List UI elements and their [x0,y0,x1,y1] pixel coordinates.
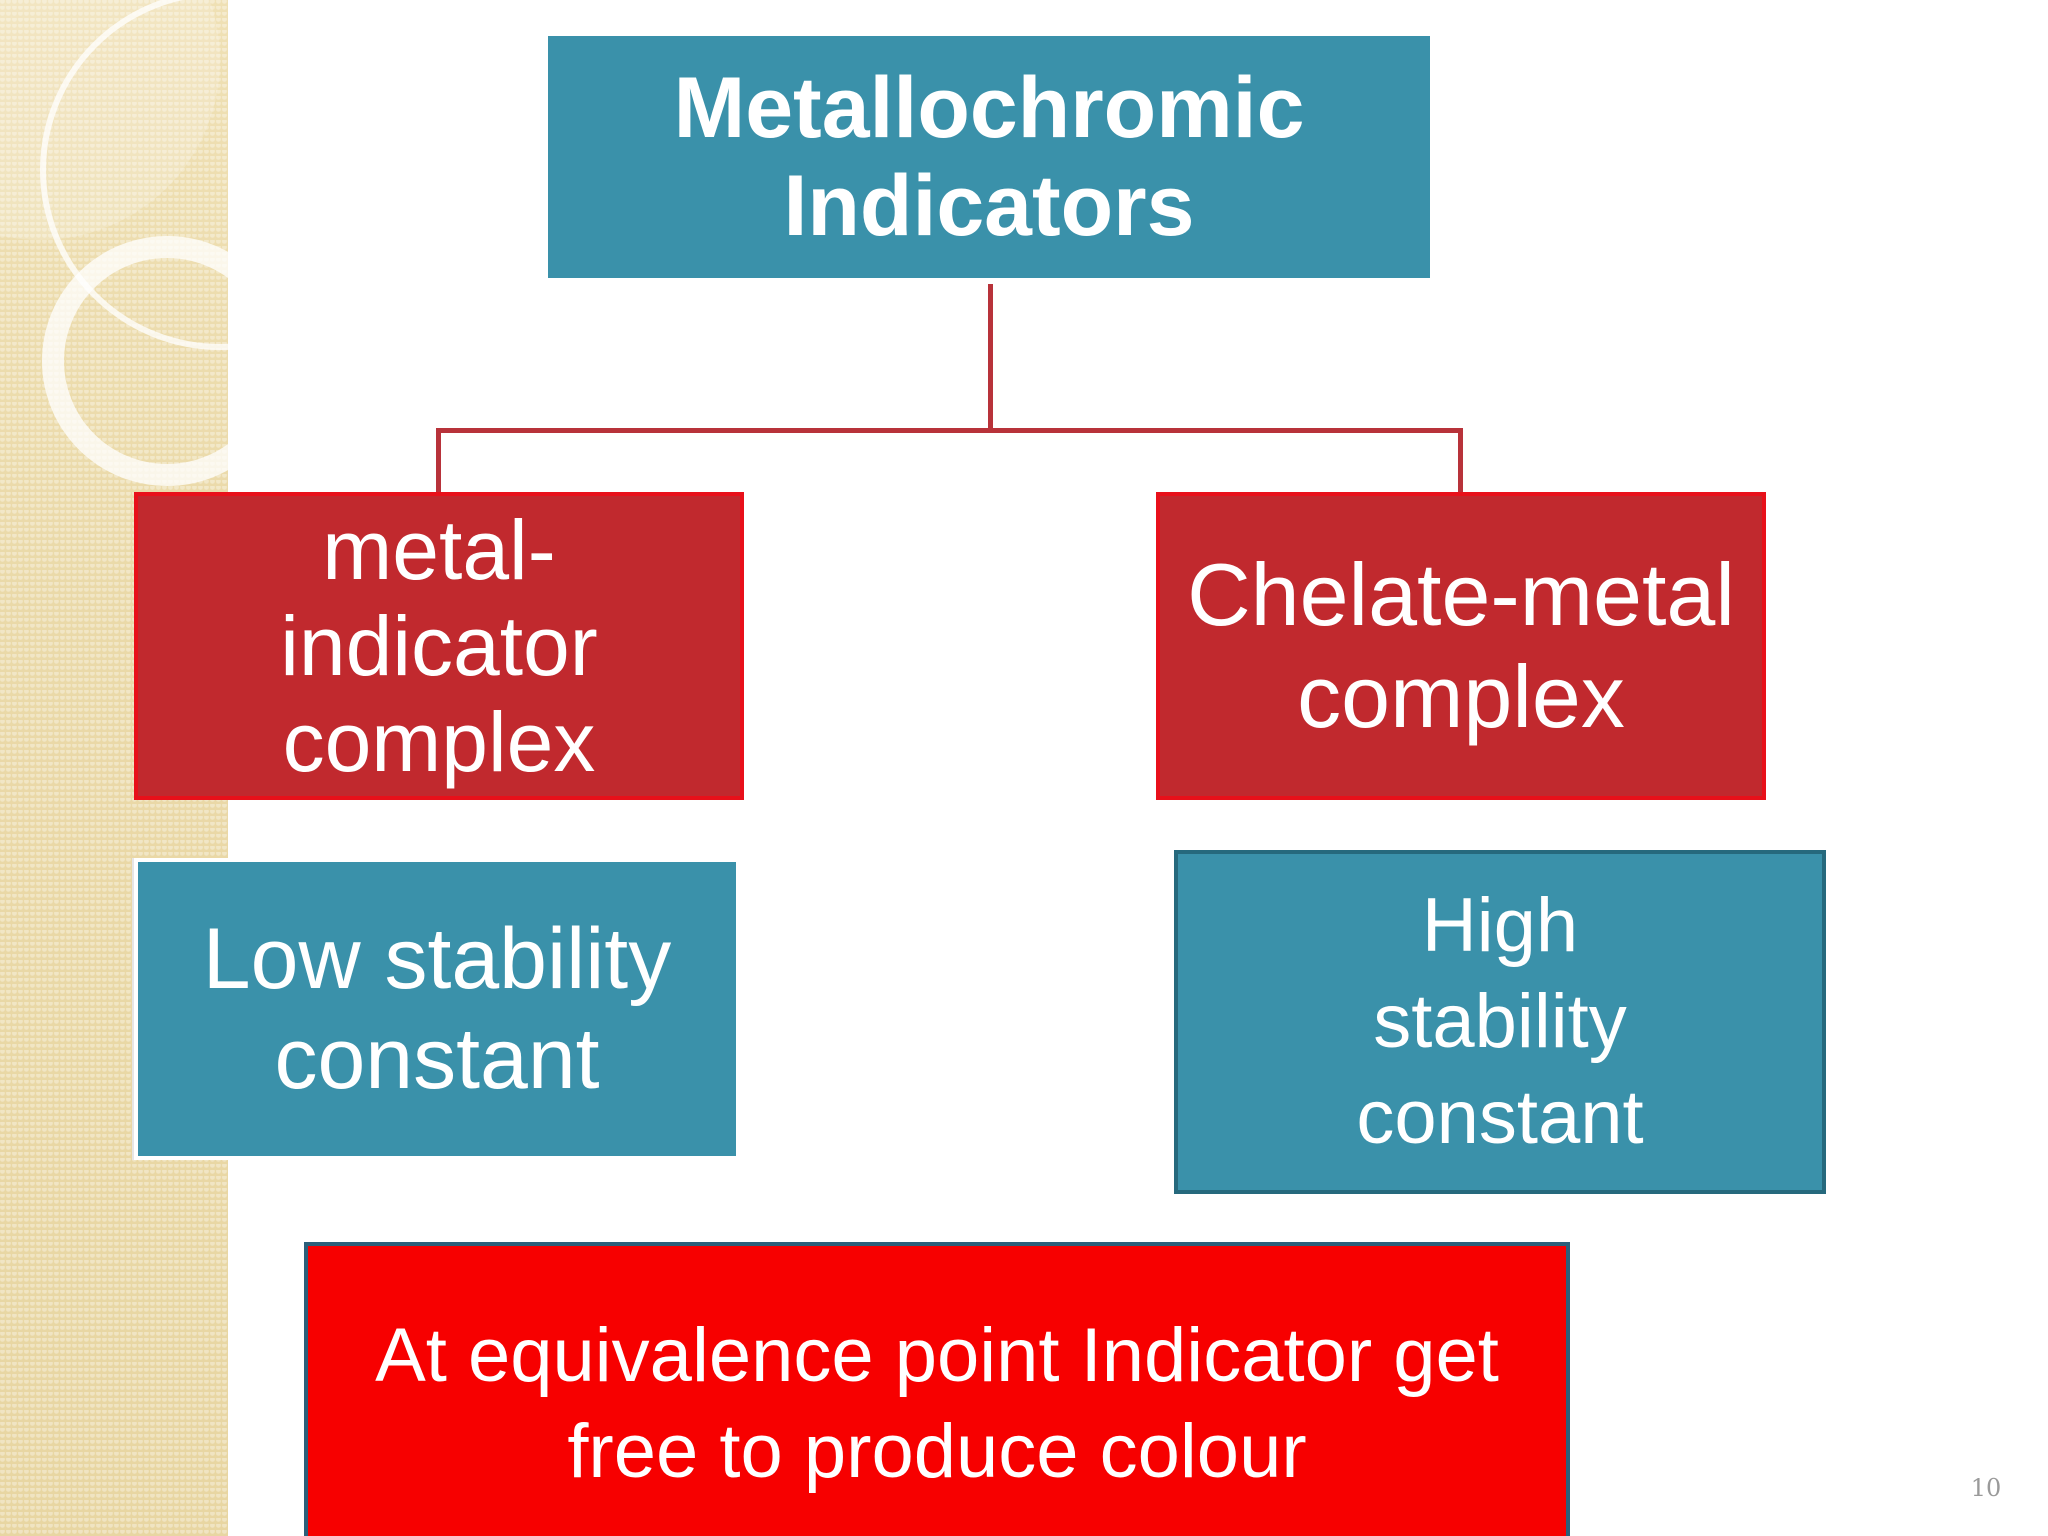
decorative-ring [42,236,292,486]
node-text-line: constant [274,1011,600,1107]
connector-left-branch [436,428,441,496]
connector-crossbar [436,428,1463,433]
node-text-line: free to produce colour [567,1409,1307,1494]
node-text-line: constant [1356,1075,1644,1160]
connector-right-branch [1458,428,1463,496]
node-text-line: indicator [280,599,598,693]
connector-trunk [988,284,993,432]
high-stability-node: High stability constant [1174,850,1826,1194]
node-text-line: metal- [322,503,556,597]
node-text-line: At equivalence point Indicator get [375,1313,1499,1398]
equivalence-point-node: At equivalence point Indicator get free … [304,1242,1570,1536]
title-line: Indicators [783,158,1195,254]
node-text-line: complex [1297,647,1625,746]
node-text-line: stability [1373,979,1627,1064]
title-node: Metallochromic Indicators [548,36,1430,278]
page-number: 10 [1970,1474,2002,1502]
node-text-line: complex [282,695,596,789]
chelate-metal-complex-node: Chelate-metal complex [1156,492,1766,800]
low-stability-node: Low stability constant [134,858,740,1160]
node-text-line: High [1421,883,1579,968]
title-line: Metallochromic [673,60,1305,156]
node-text-line: Low stability [202,911,672,1007]
node-text-line: Chelate-metal [1187,545,1735,644]
metal-indicator-complex-node: metal- indicator complex [134,492,744,800]
